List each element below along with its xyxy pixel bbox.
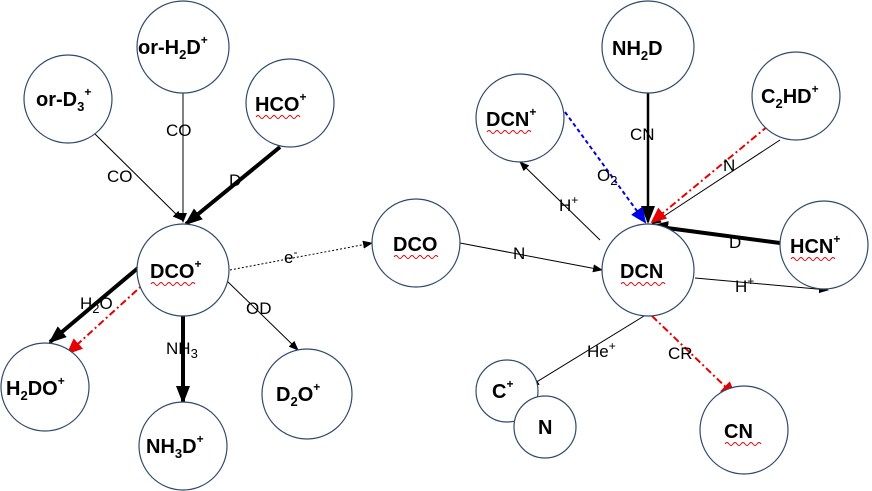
node-h2do-plus: H2DO+	[0, 342, 90, 432]
edge-dco-ion-to-h2do-red	[66, 279, 149, 355]
node-cn: CN	[699, 385, 789, 475]
edge-label-h-plus-hcn: H+	[735, 274, 754, 296]
svg-text:DCO+: DCO+	[150, 257, 201, 283]
edge-dco-ion-to-h2do-black	[48, 266, 140, 344]
edge-label-he-plus: He+	[587, 339, 616, 361]
edge-label-h-plus-dcn-ion: H+	[559, 193, 578, 215]
node-hcn-plus: HCN+	[779, 200, 869, 290]
edge-dco-ion-to-dco	[229, 240, 373, 271]
edge-label-o2: O2	[597, 166, 617, 188]
node-or-h2d-plus: or-H2D+	[136, 0, 230, 94]
svg-text:or-D3+: or-D3+	[36, 85, 91, 114]
edge-label-n-dco: N	[513, 244, 525, 263]
edge-label-h2o: H2O	[80, 294, 113, 316]
edge-label-od: OD	[246, 299, 272, 318]
node-or-d3-plus: or-D3+	[23, 54, 113, 144]
edge-dcn-ion-to-dcn-blue	[564, 111, 647, 224]
edge-label-cr: CR	[668, 344, 693, 363]
svg-text:D2O+: D2O+	[276, 380, 320, 409]
edge-c2hd-to-dcn-red	[650, 125, 769, 224]
svg-text:DCN: DCN	[620, 261, 663, 283]
node-d2o-plus: D2O+	[261, 348, 353, 440]
node-dco: DCO	[371, 198, 461, 288]
edge-label-d-hco: D	[229, 171, 241, 190]
node-nh2d: NH2D	[601, 0, 695, 94]
node-n: N	[513, 395, 577, 459]
edge-dco-to-dcn	[459, 242, 603, 273]
svg-text:C2HD+: C2HD+	[761, 82, 819, 111]
edge-hcn-ion-to-dcn	[650, 221, 781, 245]
node-nh3d-plus: NH3D+	[138, 401, 228, 491]
svg-text:H2DO+: H2DO+	[6, 374, 65, 403]
svg-text:C+: C+	[492, 377, 513, 403]
svg-text:HCN+: HCN+	[790, 232, 840, 258]
node-dcn-plus: DCN+	[475, 73, 565, 163]
edge-label-cn-nh2d: CN	[630, 125, 655, 144]
node-dco-plus: DCO+	[136, 223, 230, 317]
svg-text:or-H2D+: or-H2D+	[138, 33, 208, 62]
svg-text:CN: CN	[724, 421, 753, 443]
edge-label-co-top: CO	[166, 121, 192, 140]
edge-or-d3-to-dco-ion	[94, 133, 183, 221]
edge-dcn-to-cn-red	[651, 315, 737, 398]
edge-label-d-hcn: D	[729, 233, 741, 252]
edge-c2hd-to-dcn-black	[651, 139, 781, 225]
svg-text:N: N	[538, 417, 552, 439]
edge-dco-ion-to-d2o	[225, 279, 299, 351]
svg-text:NH3D+: NH3D+	[146, 432, 204, 461]
svg-text:DCO: DCO	[393, 234, 437, 256]
edge-hco-to-dco-ion	[184, 145, 282, 226]
svg-text:NH2D: NH2D	[612, 38, 663, 63]
edge-label-electron: e-	[284, 245, 297, 267]
edge-dcn-to-hcn-ion	[694, 277, 829, 294]
edge-dcn-to-c-ion	[529, 315, 645, 387]
svg-text:HCO+: HCO+	[255, 90, 306, 116]
node-hco-plus: HCO+	[245, 58, 335, 148]
edge-label-nh3: NH3	[166, 339, 198, 361]
node-c2hd-plus: C2HD+	[751, 51, 841, 141]
node-dcn: DCN	[601, 223, 695, 317]
svg-text:DCN+: DCN+	[486, 105, 536, 131]
edge-label-n-c2hd: N	[723, 156, 735, 175]
edge-label-co-left: CO	[107, 167, 133, 186]
edge-dcn-to-dcn-ion	[519, 161, 601, 241]
